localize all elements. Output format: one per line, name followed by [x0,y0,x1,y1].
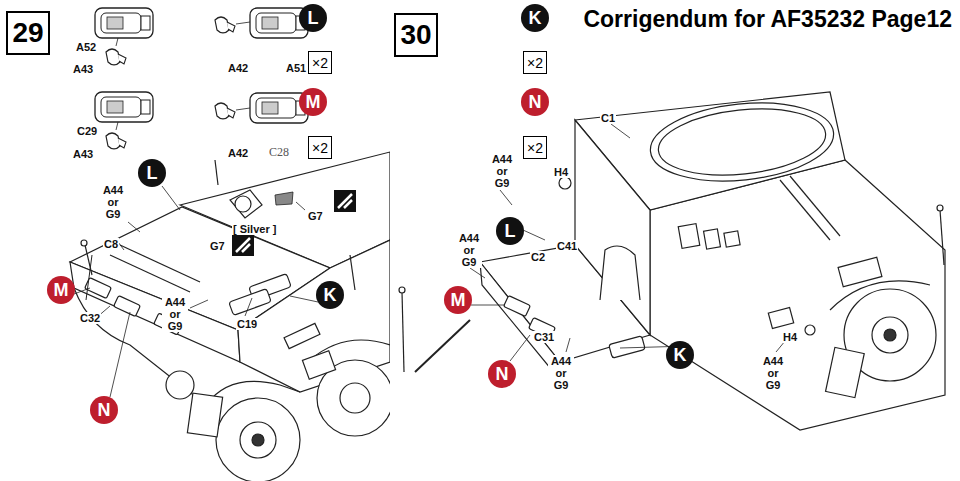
callout-circle: N [488,360,516,388]
page-title: Corrigendum for AF35232 Page12 [583,6,952,33]
part-label: G7 [307,210,324,222]
callout-circle: L [496,217,524,245]
part-label: H4 [782,331,798,343]
node-text: K [674,345,687,366]
node-text: L [308,8,319,29]
callout-circle: L [138,159,166,187]
callout-circle: M [299,88,327,116]
part-label: A42 [227,147,249,159]
quantity-box: ×2 [308,136,332,159]
node-text: N [496,364,509,385]
callout-circle: N [521,88,549,116]
part-label: C19 [236,318,258,330]
part-label: A43 [72,148,94,160]
part-label: C32 [79,312,101,324]
node-text: ×2 [527,140,543,156]
callout-circle: M [444,286,472,314]
part-label: A43 [72,63,94,75]
part-label: C41 [556,240,578,252]
part-label: A44 or G9 [162,296,188,332]
part-label: A44 or G9 [100,184,126,220]
part-label: A42 [227,62,249,74]
node-text: ×2 [312,140,328,156]
quantity-box: ×2 [523,51,547,74]
node-text: L [147,163,158,184]
step-number: 29 [6,11,50,55]
callout-circle: L [299,4,327,32]
callout-circle: K [521,4,549,32]
node-text: K [324,285,337,306]
node-text: N [98,400,111,421]
part-label: A51 [285,62,307,74]
part-label: C1 [600,112,616,124]
part-label: C29 [76,125,98,137]
node-text: ×2 [312,55,328,71]
part-label: C31 [533,331,555,343]
callout-circle: K [666,341,694,369]
node-text: M [54,280,69,301]
callout-circle: M [47,276,75,304]
node-text: M [306,92,321,113]
step-number: 30 [394,13,438,57]
quantity-box: ×2 [308,51,332,74]
part-label: A44 or G9 [489,153,515,189]
node-text: ×2 [527,55,543,71]
node-text: L [505,221,516,242]
node-text: N [529,92,542,113]
part-label: [ Silver ] [232,223,277,235]
callout-circle: K [316,281,344,309]
part-label: A44 or G9 [760,355,786,391]
part-label: A52 [75,41,97,53]
part-label: A44 or G9 [456,232,482,268]
part-label: G7 [209,240,226,252]
part-label: A44 or G9 [548,355,574,391]
node-text: 29 [12,17,43,49]
part-label: C2 [530,251,546,263]
part-label: C28 [268,146,290,158]
node-text: 30 [400,19,431,51]
part-label: C8 [103,238,119,250]
node-text: K [529,8,542,29]
node-text: M [451,290,466,311]
part-label: H4 [553,166,569,178]
quantity-box: ×2 [523,136,547,159]
callout-circle: N [90,396,118,424]
